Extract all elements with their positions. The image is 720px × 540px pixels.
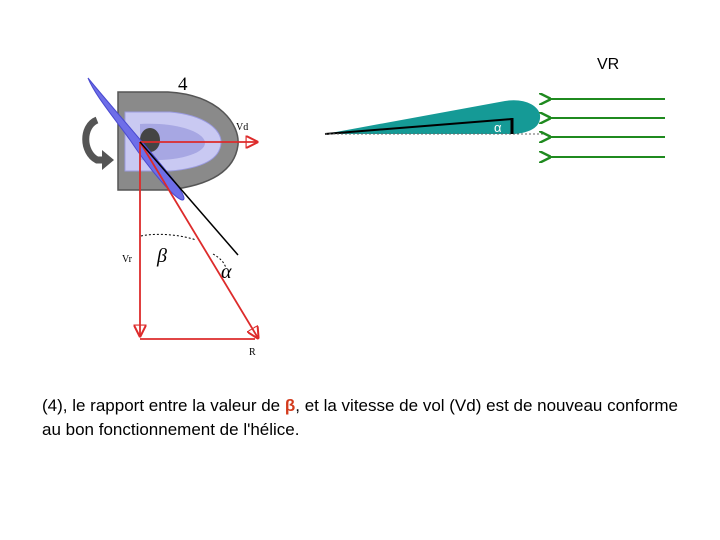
vr-label: Vr	[122, 254, 133, 265]
caption-beta: β	[284, 396, 296, 415]
alpha-arc	[212, 253, 227, 269]
caption-part-2: , et la vitesse de vol (Vd) est de nouve…	[42, 396, 678, 439]
vr-airflow-label: VR	[597, 56, 619, 73]
caption-text: (4), le rapport entre la valeur de β, et…	[42, 394, 692, 442]
beta-arc	[140, 233, 197, 241]
vd-label: Vd	[236, 122, 248, 133]
beta-symbol: β	[156, 245, 167, 267]
rotation-arrow-icon	[82, 116, 114, 170]
propeller-blade	[87, 77, 185, 201]
airflow-arrows	[550, 99, 665, 157]
r-vector	[139, 141, 258, 338]
caption-part-1: (4), le rapport entre la valeur de	[42, 396, 285, 415]
chord-line	[139, 141, 239, 256]
airfoil-section	[324, 100, 545, 135]
airfoil-alpha-label: α	[494, 120, 502, 135]
r-label: R	[249, 347, 256, 358]
propeller-number-label: 4	[178, 74, 188, 95]
alpha-symbol: α	[221, 261, 232, 283]
